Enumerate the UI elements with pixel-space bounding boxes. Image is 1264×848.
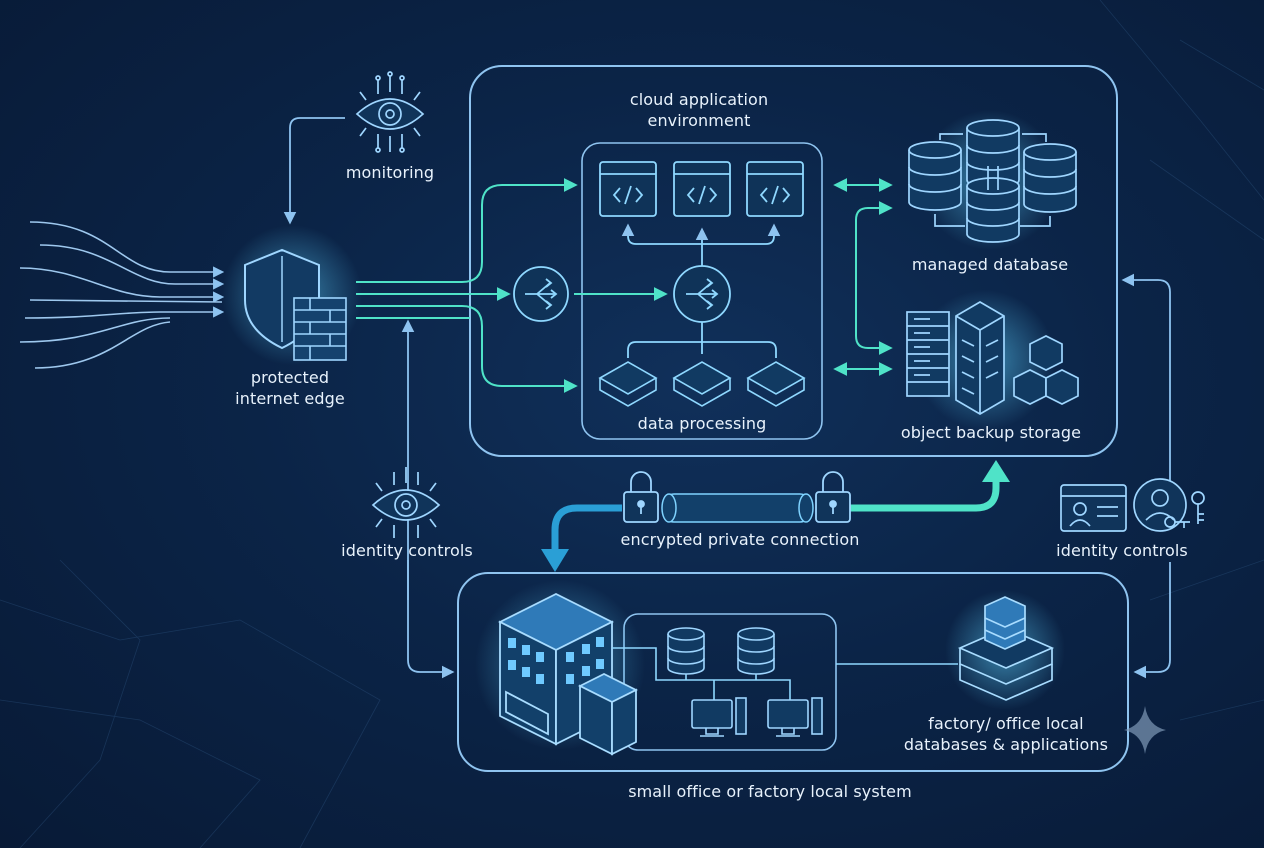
encrypted-connection-label: encrypted private connection bbox=[620, 530, 860, 549]
managed-database-label: managed database bbox=[911, 255, 1069, 274]
user-key-icon bbox=[1133, 478, 1205, 532]
monitoring-eye-icon bbox=[355, 71, 425, 153]
incoming-traffic-lines bbox=[19, 221, 225, 369]
desktop-computer-icon bbox=[691, 697, 823, 737]
router-icon-left bbox=[513, 266, 569, 322]
identity-controls-right-label: identity controls bbox=[1056, 541, 1188, 560]
padlock-icon bbox=[623, 471, 659, 523]
edge-to-cloud-lines bbox=[356, 178, 668, 393]
object-storage-icon bbox=[906, 290, 1079, 430]
local-network-lines bbox=[612, 647, 958, 700]
local-system-panel bbox=[457, 572, 1129, 772]
edge-label-line2: internet edge bbox=[235, 389, 345, 408]
data-processing-label: data processing bbox=[637, 414, 767, 433]
apps-panel bbox=[581, 142, 823, 440]
identity-card-icon bbox=[1060, 484, 1127, 532]
identity-right-down-arrow bbox=[1133, 562, 1171, 679]
padlock-icon bbox=[815, 471, 851, 523]
monitoring-arrow bbox=[283, 117, 345, 225]
monitoring-label: monitoring bbox=[345, 163, 435, 182]
processing-unit-icons bbox=[598, 361, 806, 407]
code-window-icons bbox=[599, 161, 804, 217]
cloud-environment-panel bbox=[469, 65, 1118, 457]
local-databases-label-line1: factory/ office local bbox=[928, 714, 1084, 733]
object-backup-label: object backup storage bbox=[900, 423, 1082, 442]
identity-left-down-arrow bbox=[407, 560, 455, 679]
identity-controls-left-label: identity controls bbox=[341, 541, 473, 560]
cloud-storage-arrows bbox=[833, 178, 893, 376]
identity-eye-icon bbox=[371, 467, 441, 538]
cloud-label-line1: cloud application bbox=[629, 90, 769, 109]
edge-label-line1: protected bbox=[250, 368, 330, 387]
local-server-icon bbox=[945, 590, 1065, 710]
identity-right-up-arrow bbox=[1121, 273, 1171, 482]
cloud-label-line2: environment bbox=[647, 111, 751, 130]
shield-firewall-icon bbox=[222, 225, 362, 365]
router-icon-center bbox=[673, 265, 731, 323]
local-network-panel bbox=[623, 613, 837, 751]
office-building-icon bbox=[475, 580, 645, 756]
local-database-icon bbox=[667, 627, 775, 675]
local-databases-label-line2: databases & applications bbox=[903, 735, 1109, 754]
managed-database-icon bbox=[908, 110, 1077, 250]
router-to-apps-arrows bbox=[621, 223, 781, 358]
sparkle-icon bbox=[1124, 706, 1166, 754]
encrypted-connection-tube bbox=[541, 460, 1010, 572]
local-system-label: small office or factory local system bbox=[628, 782, 912, 801]
